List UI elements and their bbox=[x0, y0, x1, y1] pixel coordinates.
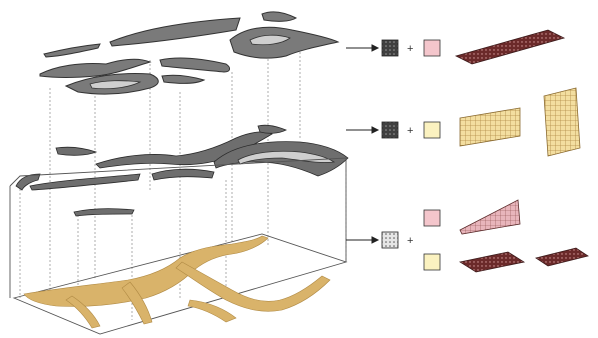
legend-row-top: + bbox=[381, 29, 566, 65]
middle-ridge bbox=[15, 173, 41, 191]
band-network-branch bbox=[187, 299, 237, 323]
swatch-pink bbox=[423, 39, 441, 57]
base-plane-layer bbox=[12, 233, 348, 335]
middle-ridge-core bbox=[237, 150, 336, 165]
band-network-branch bbox=[175, 261, 331, 312]
upper-patch bbox=[229, 26, 340, 59]
swatch-pink bbox=[423, 209, 441, 227]
upper-patch bbox=[159, 57, 231, 73]
swatch-dark-hatched bbox=[381, 39, 399, 57]
middle-ridge bbox=[29, 173, 141, 191]
middle-surface-layer bbox=[15, 124, 349, 217]
upper-patch bbox=[161, 74, 206, 84]
band-network-branch bbox=[121, 281, 153, 325]
middle-ridge bbox=[213, 141, 349, 177]
band-network bbox=[23, 235, 269, 307]
band-network-branch bbox=[65, 295, 101, 329]
yellow-grid-panel bbox=[459, 107, 521, 147]
swatch-light-hatched bbox=[381, 231, 399, 249]
swatch-dark-hatched bbox=[381, 121, 399, 139]
middle-ridge bbox=[95, 131, 273, 169]
maroon-slab bbox=[454, 29, 566, 65]
legend-arrows bbox=[346, 44, 380, 244]
upper-patch-core bbox=[249, 34, 291, 46]
middle-ridge bbox=[55, 146, 98, 156]
upper-patch bbox=[109, 17, 241, 47]
upper-patch bbox=[261, 11, 297, 22]
legend-row-middle: + bbox=[381, 87, 581, 157]
upper-patch bbox=[39, 58, 152, 78]
plus-symbol: + bbox=[407, 125, 413, 137]
maroon-slab bbox=[535, 247, 589, 267]
middle-layer-frame bbox=[9, 157, 347, 298]
upper-patch-core bbox=[89, 80, 142, 90]
swatch-yellow bbox=[423, 121, 441, 139]
upper-surface-layer bbox=[39, 11, 340, 95]
yellow-grid-panel bbox=[543, 87, 581, 157]
middle-ridge bbox=[151, 168, 215, 181]
middle-ridge bbox=[73, 208, 135, 217]
swatch-yellow bbox=[423, 253, 441, 271]
upper-patch bbox=[43, 43, 101, 58]
legend-row-bottom: + bbox=[381, 199, 589, 273]
maroon-slab bbox=[458, 251, 526, 273]
pink-grid-wedge bbox=[459, 199, 521, 235]
plus-symbol: + bbox=[407, 43, 413, 55]
plus-symbol: + bbox=[407, 235, 413, 247]
middle-ridge bbox=[257, 124, 287, 134]
